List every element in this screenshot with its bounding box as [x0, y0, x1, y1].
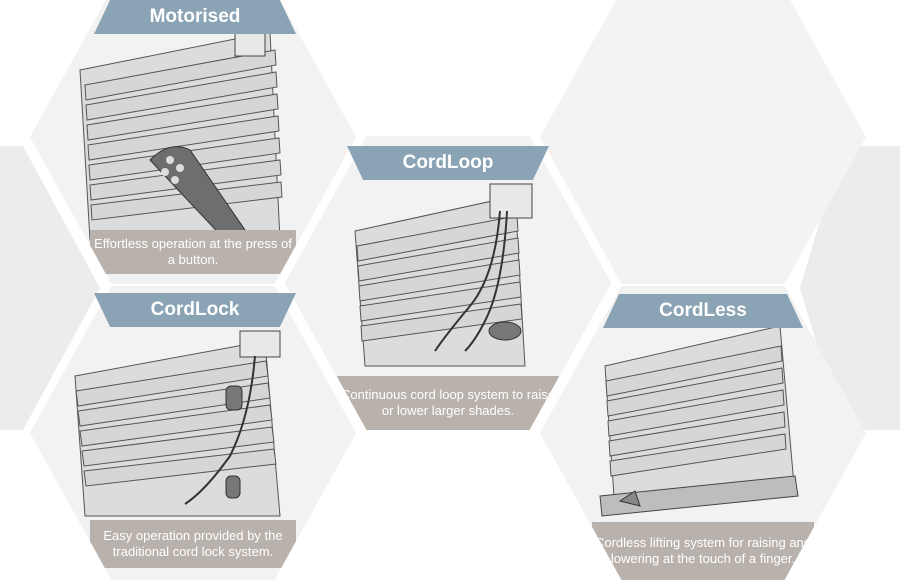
cordlock-hexagon[interactable]: Easy operation provided by the tradition… [30, 286, 356, 580]
cordlock-title-banner: CordLock [94, 293, 296, 327]
lift-handle-icon [618, 490, 641, 507]
cordlock-blind-illustration [30, 286, 356, 580]
cordless-hexagon[interactable]: Cordless lifting system for raising and … [540, 286, 866, 580]
cordless-title-banner: CordLess [603, 294, 803, 328]
motorised-hexagon[interactable]: Effortless operation at the press of a b… [30, 0, 356, 284]
motorised-title-banner: Motorised [94, 0, 296, 34]
motorised-caption: Effortless operation at the press of a b… [90, 230, 296, 274]
cordloop-caption: Continuous cord loop system to raise or … [337, 376, 559, 430]
cord-tensioner-icon [488, 321, 522, 341]
cordloop-hexagon[interactable]: Continuous cord loop system to raise or … [285, 136, 611, 430]
cord-lock-icon [225, 385, 243, 411]
cordless-caption: Cordless lifting system for raising and … [592, 522, 814, 580]
cordlock-caption: Easy operation provided by the tradition… [90, 520, 296, 568]
cordloop-title-banner: CordLoop [347, 146, 549, 180]
